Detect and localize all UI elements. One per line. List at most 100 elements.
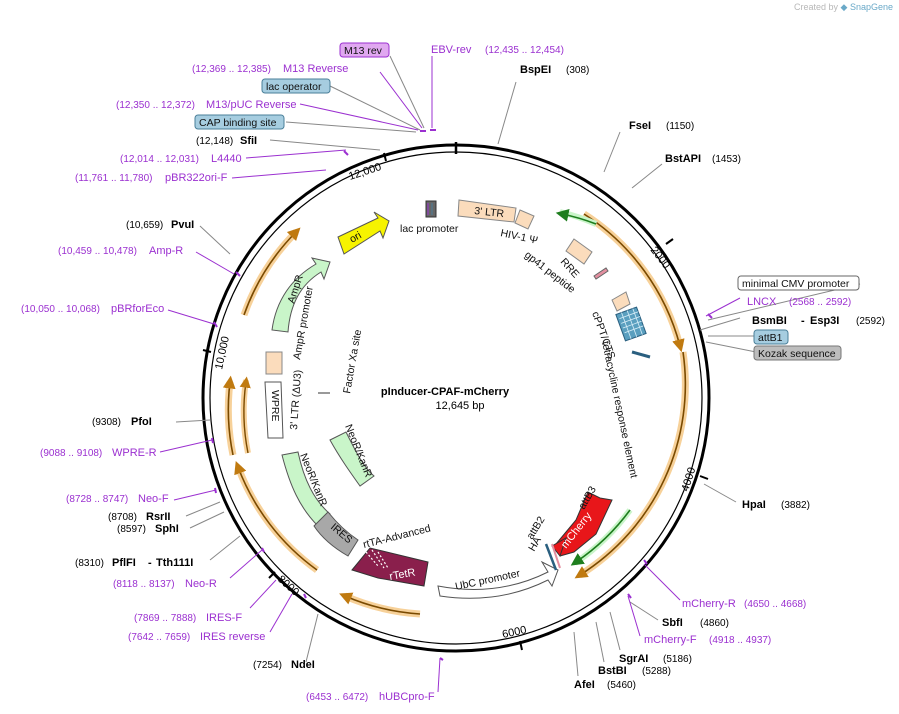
enzyme-bstbi: BstBI (5288) xyxy=(598,665,671,677)
primer-range: (4650 .. 4668) xyxy=(744,599,806,610)
label: rtTA-Advanced xyxy=(362,522,432,550)
enzyme-pos: (8310) xyxy=(75,558,104,569)
primer-name: mCherry-R xyxy=(682,598,736,610)
tick-6000: 6000 xyxy=(501,624,528,651)
feature-3ltr: 3' LTR HIV-1 Ψ xyxy=(457,199,539,247)
enzyme-hpai: HpaI (3882) xyxy=(742,499,810,511)
snapgene-logo-icon: ◆ xyxy=(840,2,848,12)
enzyme-name: SfiI xyxy=(240,135,257,147)
enzyme-name: PflFI xyxy=(112,557,136,569)
primer-range: (7642 .. 7659) xyxy=(128,632,190,643)
label: 3' LTR xyxy=(474,205,505,220)
primer-range: (6453 .. 6472) xyxy=(306,692,368,703)
primer-range: (8728 .. 8747) xyxy=(66,494,128,505)
primer-ebv-rev: EBV-rev (12,435 .. 12,454) xyxy=(431,44,564,56)
enzyme-name: PvuI xyxy=(171,219,194,231)
box-label: lac operator xyxy=(266,81,322,93)
feature-ampr: AmpR AmpR promoter xyxy=(271,257,331,361)
label: tetracycline response element xyxy=(599,340,640,479)
primer-m13-reverse: (12,369 .. 12,385) M13 Reverse xyxy=(192,63,348,75)
primer-range: (2568 .. 2592) xyxy=(789,297,851,308)
primer-name: pBRforEco xyxy=(111,303,164,315)
enzyme-pos: (8597) xyxy=(117,524,146,535)
primer-ires-reverse: (7642 .. 7659) IRES reverse xyxy=(128,631,265,643)
enzyme-name: BspEI xyxy=(520,64,551,76)
primer-name: M13/pUC Reverse xyxy=(206,99,296,111)
enzyme-name: BstBI xyxy=(598,665,627,677)
feature-rtta: rtTA-Advanced rTetR xyxy=(351,522,432,587)
box-label: CAP binding site xyxy=(199,117,277,129)
enzyme-pos: (3882) xyxy=(781,500,810,511)
box-kozak: Kozak sequence xyxy=(753,345,842,361)
enzyme-pos: (12,148) xyxy=(196,136,233,147)
primer-neo-f: (8728 .. 8747) Neo-F xyxy=(66,493,169,505)
primer-wpre-r: (9088 .. 9108) WPRE-R xyxy=(40,447,157,459)
label: 3' LTR (ΔU3) xyxy=(288,369,304,430)
box-label: M13 rev xyxy=(344,45,383,57)
feature-mcherry: mCherry attB3 attB2 HA xyxy=(524,484,613,571)
enzyme-name: PfoI xyxy=(131,416,152,428)
enzyme-pos: (308) xyxy=(566,65,589,76)
enzyme-sphi: (8597) SphI xyxy=(117,523,179,535)
feature-lac-promoter: lac promoter xyxy=(400,200,459,235)
label: lac promoter xyxy=(400,223,459,235)
tick-label: 10,000 xyxy=(213,335,232,370)
primer-range: (12,014 .. 12,031) xyxy=(120,154,199,165)
primer-mcherry-r: mCherry-R (4650 .. 4668) xyxy=(682,598,806,610)
primer-range: (9088 .. 9108) xyxy=(40,448,102,459)
primer-name: hUBCpro-F xyxy=(379,691,435,703)
box-label: attB1 xyxy=(758,332,783,344)
primer-pbrforeco: (10,050 .. 10,068) pBRforEco xyxy=(21,303,164,315)
enzyme-pos: (10,659) xyxy=(126,220,163,231)
enzyme-pos: (7254) xyxy=(253,660,282,671)
enzyme-pvui: (10,659) PvuI xyxy=(126,219,194,231)
enzyme-name: AfeI xyxy=(574,679,595,691)
primer-name: M13 Reverse xyxy=(283,63,348,75)
primer-name: WPRE-R xyxy=(112,447,157,459)
primer-m13-puc-reverse: (12,350 .. 12,372) M13/pUC Reverse xyxy=(116,99,296,111)
primer-name: IRES-F xyxy=(206,612,242,624)
primer-name: Neo-F xyxy=(138,493,169,505)
enzyme-pflfi: (8310) PflFI - Tth111I xyxy=(75,557,193,569)
enzyme-afei: AfeI (5460) xyxy=(574,679,636,691)
primer-name: mCherry-F xyxy=(644,634,697,646)
credit-brand: SnapGene xyxy=(849,2,893,12)
enzyme-name: SphI xyxy=(155,523,179,535)
primer-hubcpro-f: (6453 .. 6472) hUBCpro-F xyxy=(306,691,435,703)
feature-wpre: WPRE xyxy=(264,381,284,439)
feature-factor-xa: Factor Xa site xyxy=(318,328,364,395)
primer-mcherry-f: mCherry-F (4918 .. 4937) xyxy=(644,634,771,646)
enzyme-bsmbi: BsmBI - Esp3I (2592) xyxy=(752,315,885,327)
tick-label: 12,000 xyxy=(347,161,383,183)
snapgene-credit: Created by ◆ SnapGene xyxy=(794,2,893,13)
enzyme-sbfi: SbfI (4860) xyxy=(662,617,729,629)
enzyme-pos: (4860) xyxy=(700,618,729,629)
box-label: minimal CMV promoter xyxy=(742,278,850,290)
enzyme-name2: Esp3I xyxy=(810,315,839,327)
primer-range: (7869 .. 7888) xyxy=(134,613,196,624)
primer-name: Amp-R xyxy=(149,245,183,257)
plasmid-name: pInducer-CPAF-mCherry xyxy=(381,386,510,398)
enzyme-name: FseI xyxy=(629,120,651,132)
primer-name: pBR322ori-F xyxy=(165,172,228,184)
enzyme-pos: (1453) xyxy=(712,154,741,165)
enzyme-bstapi: BstAPI (1453) xyxy=(665,153,741,165)
enzyme-name: NdeI xyxy=(291,659,315,671)
tick-label: 2000 xyxy=(648,244,673,271)
primer-name: LNCX xyxy=(747,296,777,308)
enzyme-sep: - xyxy=(148,557,152,569)
label: rTetR xyxy=(388,567,416,583)
label: HIV-1 Ψ xyxy=(499,227,539,247)
primer-range: (4918 .. 4937) xyxy=(709,635,771,646)
box-m13-rev: M13 rev xyxy=(339,42,390,58)
enzyme-pos: (9308) xyxy=(92,417,121,428)
enzyme-name: BsmBI xyxy=(752,315,787,327)
credit-prefix: Created by xyxy=(793,2,838,12)
primer-name: Neo-R xyxy=(185,578,217,590)
primer-l4440: (12,014 .. 12,031) L4440 xyxy=(120,153,242,165)
enzyme-name: HpaI xyxy=(742,499,766,511)
tick-8000: 8000 xyxy=(268,571,301,599)
label: WPRE xyxy=(269,390,281,422)
enzyme-rsrii: (8708) RsrII xyxy=(108,511,170,523)
